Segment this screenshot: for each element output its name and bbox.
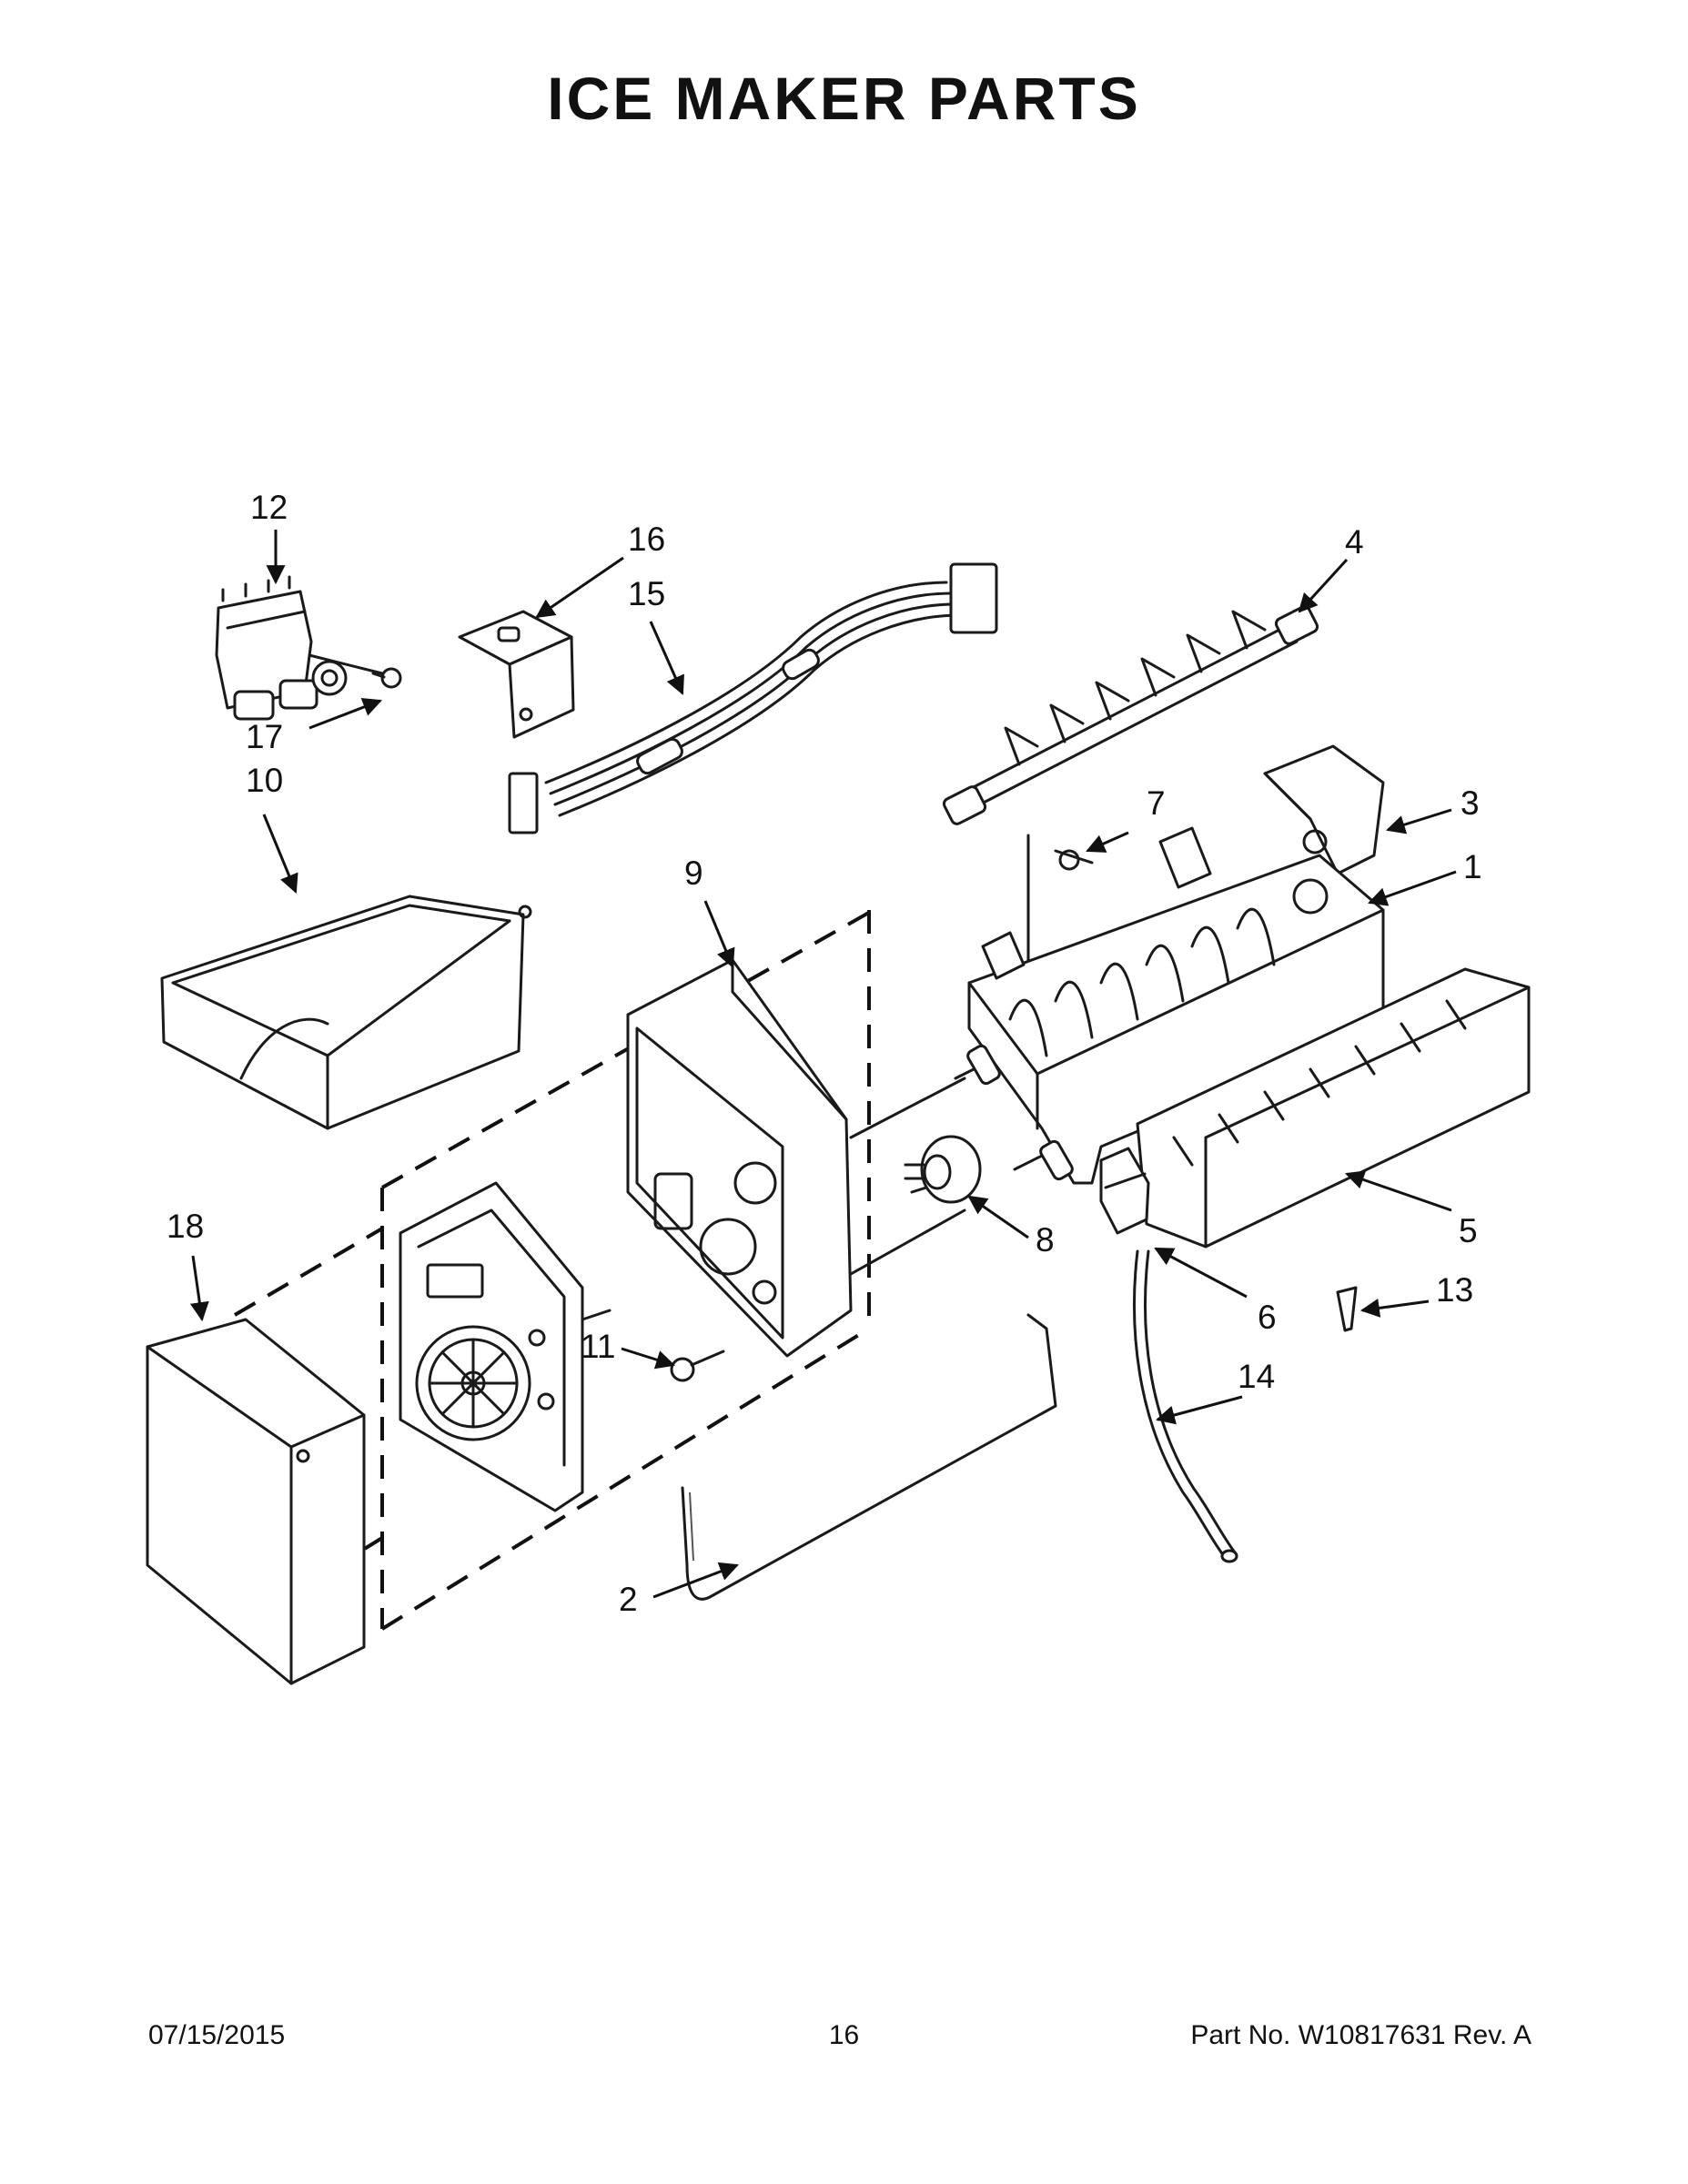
water-valve-part [215,575,384,721]
callout-labels: 12 16 15 4 17 10 7 3 1 9 8 5 18 6 13 11 … [167,489,1482,1618]
callout-6: 6 [1258,1299,1277,1336]
callout-13: 13 [1436,1271,1473,1309]
ejector-shaft-part [942,605,1319,825]
fill-tube-part [1133,1249,1238,1563]
callout-14: 14 [1238,1358,1275,1395]
callout-5: 5 [1459,1212,1478,1249]
callout-18: 18 [167,1208,204,1245]
callout-11: 11 [581,1328,615,1365]
ice-mold-part [967,826,1385,1185]
callout-1: 1 [1463,848,1482,885]
page-title: ICE MAKER PARTS [547,65,1141,132]
housing-part [626,958,966,1358]
wire-harness-part [508,562,998,834]
shutoff-arm-part [681,1313,1057,1601]
callout-12: 12 [250,489,288,526]
plug-part [1336,1286,1358,1332]
clip-part [1099,1147,1150,1235]
leader-lines [189,530,1457,1599]
footer-date: 07/15/2015 [148,2020,286,2050]
callout-3: 3 [1461,784,1480,822]
screw-part-7 [1026,834,1094,976]
callout-8: 8 [1036,1221,1055,1259]
ice-stripper-part [1136,967,1531,1249]
ice-bin-part [160,895,532,1130]
footer-page-number: 16 [828,2020,860,2050]
callout-17: 17 [246,718,283,755]
control-module-part [399,1181,612,1512]
callout-16: 16 [628,521,665,558]
callout-4: 4 [1345,523,1364,561]
screw-part-11 [670,1350,725,1382]
footer-part-number: Part No. W10817631 Rev. A [1190,2020,1531,2050]
callout-15: 15 [628,575,665,612]
callout-2: 2 [619,1581,638,1618]
screw-part-17 [371,667,402,689]
callout-7: 7 [1147,784,1166,822]
callout-10: 10 [246,762,283,799]
callout-9: 9 [684,854,703,892]
cover-part [1263,744,1385,875]
bracket-part [458,610,575,739]
thermostat-part [904,1044,1074,1204]
front-cover-part [146,1318,366,1685]
